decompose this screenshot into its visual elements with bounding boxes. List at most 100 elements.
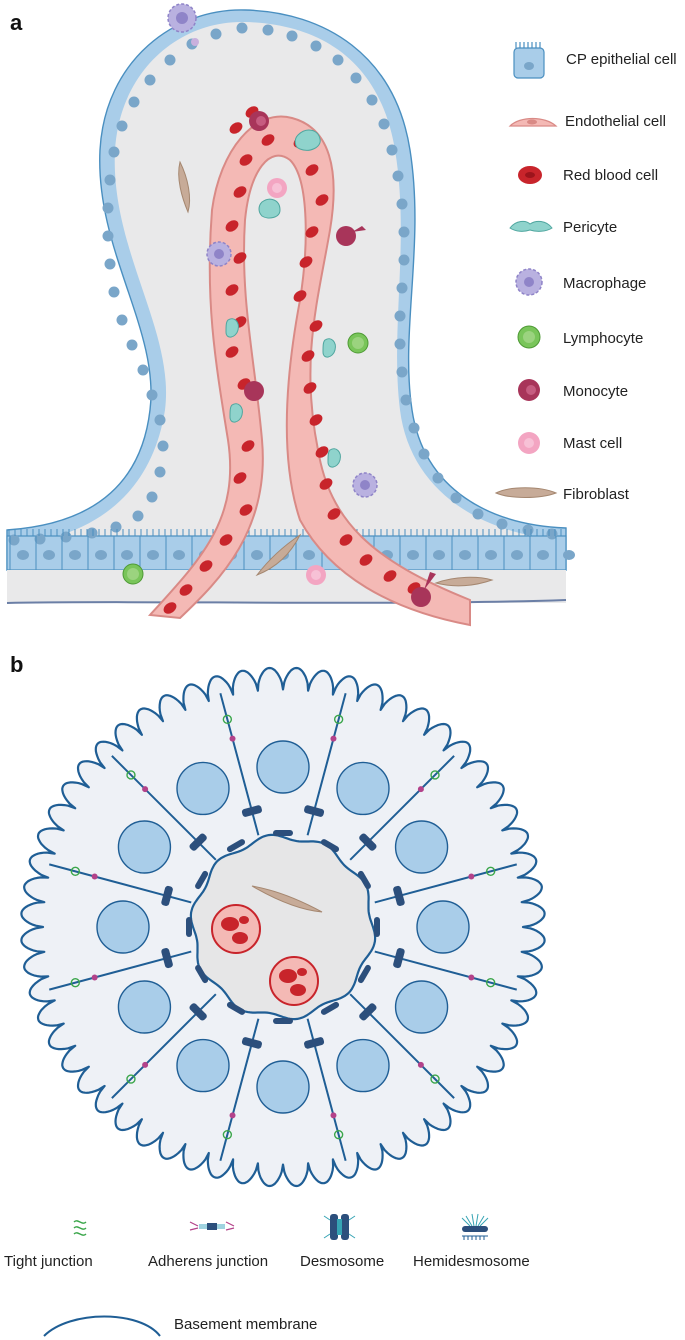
epithelial-nucleus xyxy=(459,550,471,560)
red-blood-cell xyxy=(339,534,353,546)
rbc-vessel-1 xyxy=(211,904,261,954)
epithelial-nucleus xyxy=(396,366,408,378)
tight-junction-marker xyxy=(333,1129,344,1140)
epithelial-nucleus xyxy=(147,550,159,560)
epithelial-nucleus xyxy=(350,72,362,84)
panel-a-label: a xyxy=(10,10,23,35)
red-blood-cell xyxy=(233,472,247,484)
hemidesmosome-icon xyxy=(461,1213,489,1240)
red-blood-cell xyxy=(233,252,247,264)
tight-junction-marker xyxy=(126,770,136,780)
epithelial-nucleus xyxy=(485,550,497,560)
red-blood-cell xyxy=(163,602,177,614)
legend-icon-mast xyxy=(518,432,540,454)
epithelial-nucleus xyxy=(286,30,298,42)
macrophage-top xyxy=(167,3,199,46)
epithelial-nucleus xyxy=(116,314,128,326)
hemidesmosome-marker xyxy=(374,917,380,937)
epithelial-nucleus xyxy=(154,414,166,426)
epithelial-nucleus xyxy=(132,510,144,522)
red-blood-cell xyxy=(239,154,253,166)
epithelial-nucleus xyxy=(146,491,158,503)
epithelial-nucleus xyxy=(176,1038,230,1093)
adherens-junction-marker xyxy=(229,735,236,742)
adherens-junction-marker xyxy=(330,735,337,742)
adherens-junction-marker xyxy=(417,786,424,793)
tight-junction-marker xyxy=(222,1129,233,1140)
red-blood-cell xyxy=(359,554,373,566)
hemidesmosome-marker xyxy=(357,964,371,984)
hemidesmosome-marker xyxy=(357,870,371,890)
epithelial-nucleus xyxy=(472,508,484,520)
tight-junction-marker xyxy=(126,1074,136,1084)
epithelial-nucleus xyxy=(407,550,419,560)
desmosome-marker xyxy=(359,833,377,851)
desmosome-marker xyxy=(161,885,173,906)
red-blood-cell xyxy=(315,446,329,458)
central-capillary xyxy=(211,885,323,1006)
adherens-junction-marker xyxy=(330,1112,337,1119)
tight-junction-marker xyxy=(70,977,81,988)
legend-icon-endothelial xyxy=(508,117,558,127)
epithelial-nucleus xyxy=(102,202,114,214)
epithelial-nucleus xyxy=(398,226,410,238)
desmosome-marker xyxy=(241,805,262,817)
tight-junction-marker xyxy=(430,1074,440,1084)
epithelial-nucleus xyxy=(146,389,158,401)
adherens-junction-marker xyxy=(468,974,475,981)
legend-label-macrophage: Macrophage xyxy=(563,275,646,292)
epithelial-nucleus xyxy=(69,550,81,560)
legend-icon-fibroblast xyxy=(494,487,558,498)
epithelial-nucleus xyxy=(392,170,404,182)
basement-line-a xyxy=(6,599,567,604)
epithelial-nuclei xyxy=(96,740,470,1114)
red-blood-cell xyxy=(315,194,329,206)
legend-label-desmosome: Desmosome xyxy=(300,1253,384,1270)
legend-label-rbc: Red blood cell xyxy=(563,167,658,184)
epithelial-nucleus xyxy=(117,820,172,874)
legend-label-adherens: Adherens junction xyxy=(148,1253,268,1270)
epithelial-nucleus xyxy=(416,900,470,954)
pericyte-cell xyxy=(294,129,321,151)
basement-membrane-icon xyxy=(43,1315,161,1337)
legend-icon-monocyte xyxy=(518,379,540,401)
epithelial-nucleus xyxy=(108,146,120,158)
red-blood-cell xyxy=(309,414,323,426)
desmosome-marker xyxy=(304,805,325,817)
legend-label-hemidesmosome: Hemidesmosome xyxy=(413,1253,530,1270)
panel-b-label: b xyxy=(10,652,23,677)
mast-cell-1 xyxy=(267,178,287,198)
epithelial-nucleus xyxy=(303,550,315,560)
epithelial-nucleus xyxy=(396,282,408,294)
legend-label-mast: Mast cell xyxy=(563,435,622,452)
legend-label-epithelial: CP epithelial cell xyxy=(566,51,677,68)
legend-label-pericyte: Pericyte xyxy=(563,219,617,236)
hemidesmosome-marker xyxy=(226,839,246,853)
epithelial-nucleus xyxy=(121,550,133,560)
epithelial-nucleus xyxy=(144,74,156,86)
epithelial-nucleus xyxy=(128,96,140,108)
pericyte-cell-3 xyxy=(225,318,239,338)
legend-icon-rbc xyxy=(518,166,542,184)
rbc-vessel-2 xyxy=(269,956,319,1006)
epithelial-nucleus xyxy=(154,466,166,478)
epithelial-nucleus xyxy=(102,230,114,242)
pericyte-cell-2 xyxy=(258,198,281,219)
red-blood-cell xyxy=(261,134,275,146)
pericyte-cell-6 xyxy=(327,448,341,468)
tight-junction-marker xyxy=(70,866,81,877)
epithelial-nucleus xyxy=(108,286,120,298)
hemidesmosome-marker xyxy=(273,1018,293,1024)
fibroblast-1 xyxy=(178,160,191,214)
red-blood-cell xyxy=(293,290,307,302)
legend-label-basement-membrane: Basement membrane xyxy=(174,1316,317,1333)
epithelial-nucleus xyxy=(433,550,445,560)
monocyte-1 xyxy=(249,111,269,131)
epithelial-nucleus xyxy=(210,28,222,40)
monocyte-4 xyxy=(411,572,436,607)
epithelial-nucleus xyxy=(262,24,274,36)
red-blood-cell xyxy=(327,508,341,520)
legend-label-fibroblast: Fibroblast xyxy=(563,486,630,503)
epithelial-nucleus xyxy=(511,550,523,560)
